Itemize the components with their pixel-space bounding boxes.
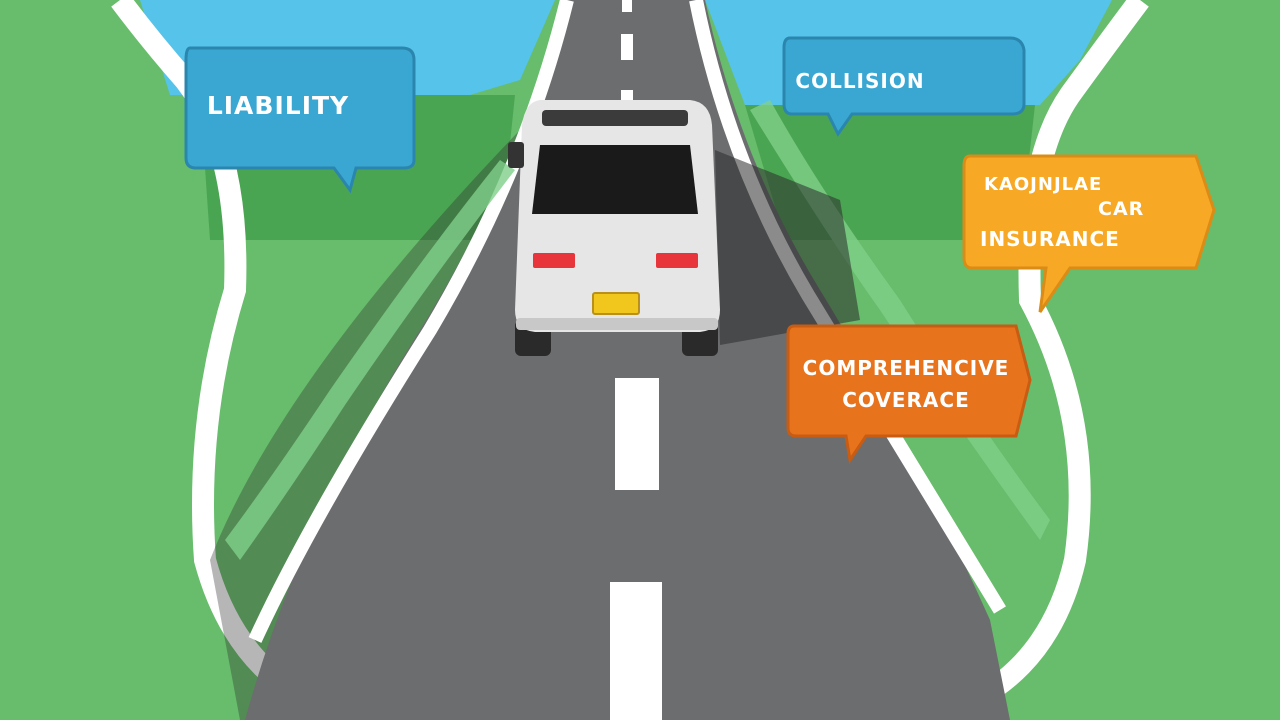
- car-insurance-bubble: KAOJNJLAE CAR INSURANCE: [962, 154, 1216, 313]
- van-rear-icon: [508, 100, 720, 356]
- car-insurance-line2: CAR: [1098, 198, 1144, 220]
- shield-outline-icon: [111, 0, 1149, 720]
- collision-bubble: COLLISION: [782, 36, 1026, 137]
- van-shadow: [715, 150, 860, 345]
- road: [245, 0, 1010, 720]
- car-insurance-line1: KAOJNJLAE: [984, 174, 1102, 195]
- comprehensive-line1: COMPREHENCIVE: [803, 356, 1010, 380]
- liability-label: LIABILITY: [207, 91, 349, 120]
- collision-label: COLLISION: [795, 69, 924, 93]
- verge-left: [225, 160, 515, 560]
- car-insurance-line3: INSURANCE: [980, 227, 1120, 251]
- comprehensive-coverage-bubble: COMPREHENCIVE COVERACE: [786, 324, 1032, 464]
- liability-bubble: LIABILITY: [184, 46, 416, 194]
- center-lane-dashes: [610, 0, 662, 720]
- comprehensive-line2: COVERACE: [842, 388, 970, 412]
